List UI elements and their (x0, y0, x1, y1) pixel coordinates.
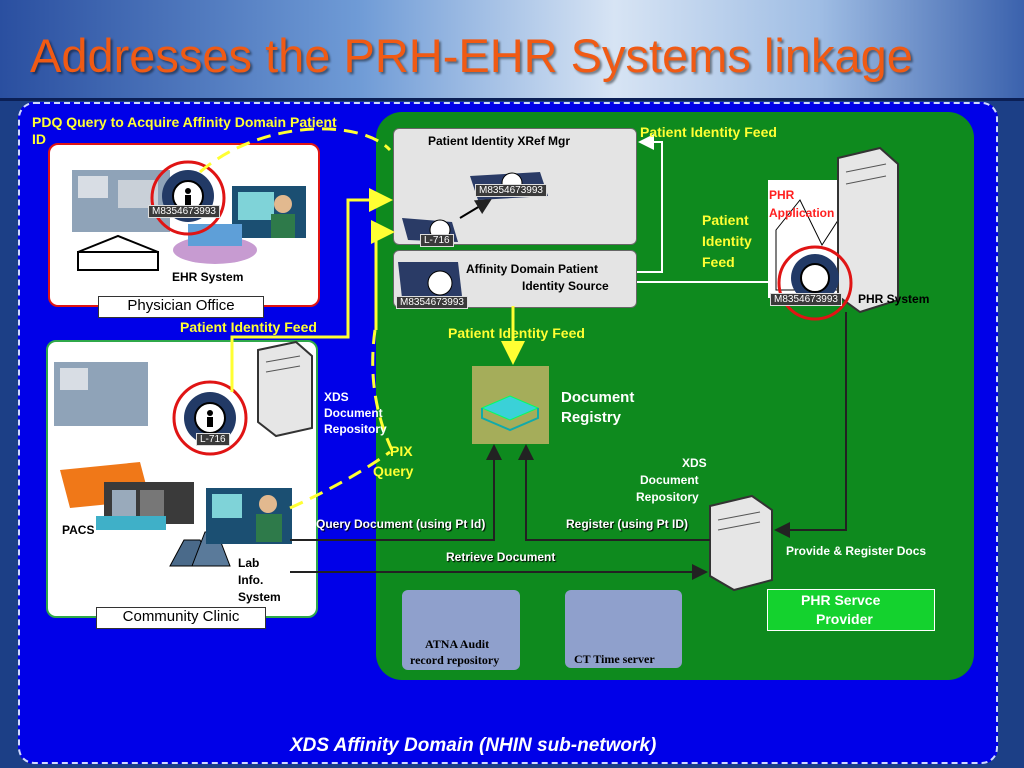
clinic-staff-photo (54, 362, 148, 426)
header-banner (0, 0, 1024, 100)
patient-icon-clinic (172, 380, 248, 456)
pdq-query-dashed-line (199, 127, 392, 174)
clinic-patient-id-tag: L-716 (196, 433, 230, 446)
phr-patient-id-tag: M8354673993 (770, 293, 842, 306)
register-document-arrow (518, 444, 710, 541)
pdq-query-label: PDQ Query to Acquire Affinity Domain Pat… (32, 114, 337, 147)
provide-register-label: Provide & Register Docs (786, 544, 927, 558)
pacs-label: PACS (62, 523, 95, 537)
pacs-icon (60, 462, 194, 530)
phr-server-icon (837, 146, 899, 314)
feed-label-right-2: Identity (702, 233, 752, 249)
phr-xds-repository-server-icon (709, 494, 773, 592)
office-workers-photo (72, 170, 170, 232)
identity-feed-to-xref-arrow (637, 134, 663, 273)
register-label: Register (using Pt ID) (566, 517, 689, 531)
patient-icon-physician (150, 160, 226, 236)
registry-label-1: Document (561, 389, 635, 406)
pix-to-xref-arrow (371, 220, 395, 330)
lab-label-1: Lab (238, 556, 260, 570)
xref-mgr-title: Patient Identity XRef Mgr (428, 134, 571, 148)
ct-time-label: CT Time server (574, 652, 655, 666)
building-icon (77, 234, 159, 271)
footer-caption: XDS Affinity Domain (NHIN sub-network) (290, 735, 657, 756)
phr-patient-icon (777, 245, 853, 321)
atna-label-2: record repository (410, 653, 500, 667)
xref-id-top-tag: M8354673993 (475, 184, 547, 197)
identity-source-patient-icon (398, 262, 462, 298)
clinic-repo-label-3: Repository (324, 422, 387, 436)
doctor-at-computer-icon (232, 186, 306, 238)
document-registry-icon (472, 366, 549, 444)
clinic-repo-label-2: Document (324, 406, 383, 420)
clinic-repo-label-1: XDS (324, 390, 349, 404)
pix-query-dashed-line-top (371, 329, 394, 451)
phr-repo-label-1: XDS (682, 456, 707, 470)
identity-source-id-tag: M8354673993 (396, 296, 468, 309)
feed-label-left: Patient Identity Feed (180, 319, 317, 335)
identity-source-title-1: Affinity Domain Patient (466, 262, 599, 276)
phr-app-label-2: Application (769, 206, 835, 220)
physician-office-plate: Physician Office (98, 296, 264, 318)
atna-label-1: ATNA Audit (425, 637, 490, 651)
registry-label-2: Registry (561, 409, 622, 426)
xds-repository-server-icon (257, 340, 313, 438)
ct-time-service-box (565, 590, 682, 668)
atna-audit-service-box (402, 590, 520, 670)
provide-register-arrow (774, 312, 847, 538)
phr-repo-label-2: Document (640, 473, 699, 487)
community-clinic-plate: Community Clinic (96, 607, 266, 629)
phr-system-label: PHR System (858, 292, 930, 306)
ehr-system-label: EHR System (172, 270, 244, 284)
phr-provider-label-1: PHR Servce (801, 592, 881, 608)
lab-label-3: System (238, 590, 281, 604)
feed-label-right-3: Feed (702, 254, 735, 270)
query-document-arrow (290, 444, 502, 541)
pix-query-dashed-line-bottom (289, 450, 391, 510)
phr-service-provider-box (767, 589, 935, 631)
pix-query-label-2: Query (373, 463, 414, 479)
feed-label-top: Patient Identity Feed (640, 124, 777, 140)
feed-label-center: Patient Identity Feed (448, 325, 585, 341)
phr-repo-label-3: Repository (636, 490, 699, 504)
lab-technician-computer-icon (206, 488, 292, 544)
pix-query-label-1: PIX (390, 443, 413, 459)
xref-link-arrow (459, 198, 492, 219)
physician-patient-id-tag: M8354673993 (148, 205, 220, 218)
phr-app-label-1: PHR (769, 188, 795, 202)
header-divider (0, 98, 1024, 101)
slide-title: Addresses the PRH-EHR Systems linkage (30, 29, 913, 82)
identity-source-title-2: Identity Source (522, 279, 609, 293)
lab-label-2: Info. (238, 573, 264, 587)
ehr-system-icon (173, 224, 257, 264)
xref-id-bottom-tag: L-716 (420, 234, 454, 247)
retrieve-document-label: Retrieve Document (446, 550, 556, 564)
clinic-feed-arrow (230, 188, 393, 392)
feed-label-right-1: Patient (702, 212, 749, 228)
phr-provider-label-2: Provider (816, 611, 873, 627)
query-document-label: Query Document (using Pt Id) (316, 517, 486, 531)
